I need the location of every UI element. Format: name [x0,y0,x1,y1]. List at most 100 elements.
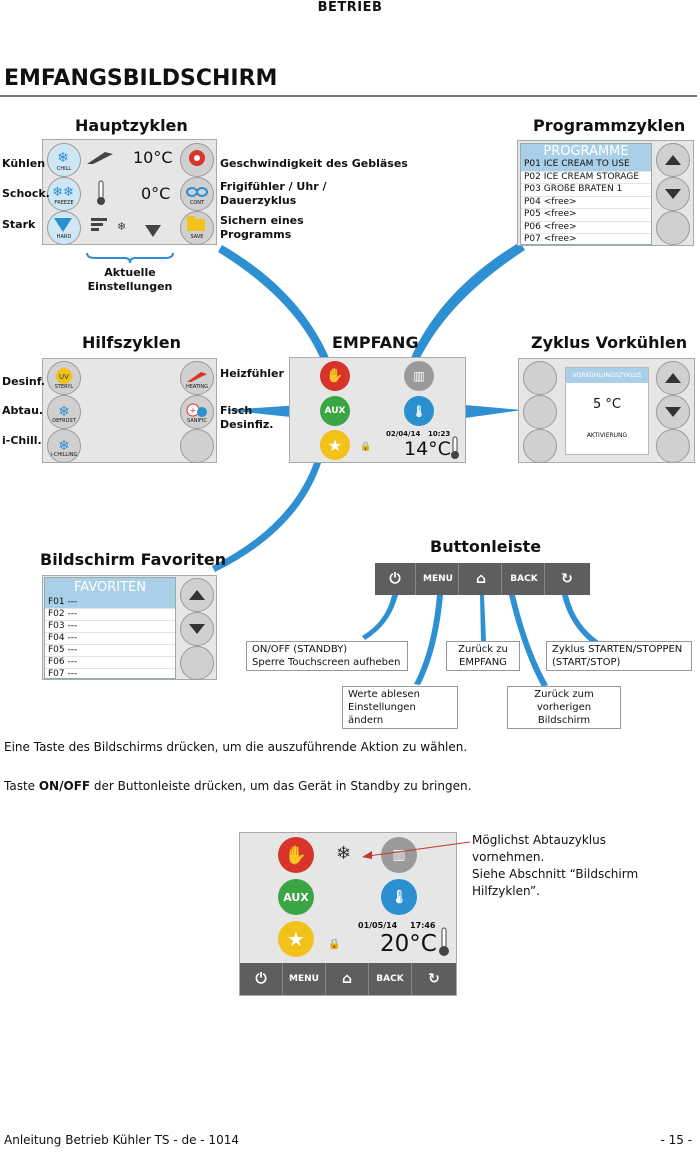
bottom-menu-button[interactable]: MENU [283,963,326,995]
vork-left-button-2[interactable] [523,395,557,429]
program-row[interactable]: P04 <free> [521,197,651,209]
home-button[interactable]: ⌂ [461,563,502,595]
vork-left-button-1[interactable] [523,361,557,395]
bottom-back-button[interactable]: BACK [369,963,412,995]
favorite-row[interactable]: F04 --- [45,633,175,645]
bottom-book-button[interactable]: ▥ [381,837,417,873]
bottom-button-bar: ⏻ MENU ⌂ BACK ↻ [240,963,456,995]
bottom-start-stop-button[interactable]: ↻ [412,963,456,995]
power-icon: ⏻ [255,971,267,987]
favorite-row[interactable]: F07 --- [45,669,175,678]
svg-text:❄: ❄ [58,404,70,420]
favorites-button[interactable]: ★ [320,430,350,460]
fan-icon: ❄ [117,220,127,233]
probe-button[interactable]: 🌡 [404,396,434,426]
program-row[interactable]: P05 <free> [521,209,651,222]
callout-menu: Werte ablesen Einstellungen ändern [342,686,458,729]
svg-text:❄: ❄ [57,150,69,166]
callout-home: Zurück zu EMPFANG [446,641,520,671]
favorites-header: FAVORITEN [45,578,175,597]
label-ichill: i-Chill. [2,434,42,447]
label-schock: Schock. [2,187,50,200]
bottom-power-button[interactable]: ⏻ [240,963,283,995]
bottom-hand-button[interactable]: ✋ [278,837,314,873]
svg-text:+: + [190,406,197,415]
svg-text:❄❄: ❄❄ [52,185,74,200]
paragraph-2-post: der Buttonleiste drücken, um das Gerät i… [90,779,472,793]
vork-right-button-3[interactable] [656,429,690,463]
ichilling-label: i-CHILLING [50,452,78,458]
svg-text:❄: ❄ [58,438,70,454]
program-row[interactable]: P06 <free> [521,222,651,234]
program-row[interactable]: P01 ICE CREAM TO USE [521,159,651,172]
empfang-screen: ✋ AUX ★ ▥ 🌡 🔒 02/04/14 10:23 14°C [289,357,466,463]
back-button[interactable]: BACK [504,563,545,595]
heating-button[interactable] [180,361,214,395]
program-list-header: PROGRAMME [521,144,651,159]
program-row[interactable]: P07 <free> [521,234,651,244]
bottom-thermometer-icon [438,927,450,961]
paragraph-2-bold: ON/OFF [38,779,91,793]
power-button[interactable]: ⏻ [375,563,416,595]
defrost-arrow [362,841,471,859]
empfang-temp: 14°C [404,438,451,460]
vorkuehl-activate[interactable]: AKTIVIERUNG [586,432,628,439]
freeze-label: FREEZE [54,200,74,206]
bottom-temp: 20°C [380,931,437,957]
down-triangle-icon [52,216,74,238]
fav-down-button[interactable] [180,612,214,646]
page-title: EMFANGSBILDSCHIRM [4,66,278,91]
hand-stop-button[interactable]: ✋ [320,361,350,391]
menu-button[interactable]: MENU [418,563,459,595]
vork-up-button[interactable] [656,361,690,395]
fav-up-button[interactable] [180,578,214,612]
page-header: BETRIEB [317,0,383,15]
save-label: SAVE [190,234,204,240]
hilfs-empty-button[interactable] [180,429,214,463]
folder-icon [187,216,207,236]
freeze-button[interactable] [47,177,81,211]
start-stop-button[interactable]: ↻ [547,563,587,595]
vork-down-button[interactable] [656,395,690,429]
vorkuehl-header: VORKÜHLUNGSZYKLUS [566,368,648,383]
hard-button[interactable] [47,211,81,245]
bottom-home-button[interactable]: ⌂ [326,963,369,995]
callout-back: Zurück zum vorherigen Bildschirm [507,686,621,729]
vorkuehl-value: 5 °C [593,397,621,412]
haupt-screen: ❄ ❄❄ CHILL FREEZE HARD 10°C 0°C ❄ CONT S… [42,139,217,245]
bottom-favorites-button[interactable]: ★ [278,921,314,957]
refresh-icon: ↻ [561,571,573,587]
favorite-row[interactable]: F01 --- [45,597,175,609]
aux-button[interactable]: AUX [320,396,350,426]
cont-button[interactable] [180,177,214,211]
favorite-row[interactable]: F03 --- [45,621,175,633]
sanific-label: SANIFIC [187,418,207,424]
home-icon: ⌂ [341,971,353,987]
favorite-row[interactable]: F02 --- [45,609,175,621]
program-row[interactable]: P03 GROßE BRATEN 1 [521,184,651,197]
chill-button[interactable] [47,143,81,177]
scroll-down-button[interactable] [656,177,690,211]
bottom-aux-button[interactable]: AUX [278,879,314,915]
favorite-row[interactable]: F05 --- [45,645,175,657]
book-button[interactable]: ▥ [404,361,434,391]
vork-left-button-3[interactable] [523,429,557,463]
label-abtau: Abtau. [2,404,44,417]
bottom-probe-button[interactable]: 🌡 [381,879,417,915]
program-row[interactable]: P02 ICE CREAM STORAGE [521,172,651,184]
fav-empty-button[interactable] [180,646,214,680]
sanific-button[interactable]: + [180,395,214,429]
scroll-up-button[interactable] [656,143,690,177]
steryl-button[interactable]: UV [47,361,81,395]
ichilling-button[interactable]: ❄ [47,429,81,463]
title-divider [0,95,697,97]
defrost-button[interactable]: ❄ [47,395,81,429]
favorite-row[interactable]: F06 --- [45,657,175,669]
favorites-list: FAVORITEN F01 ---F02 ---F03 ---F04 ---F0… [44,577,176,679]
snowflake-icon: ❄ [51,148,75,166]
arrow-down-icon [145,222,161,241]
program-empty-button[interactable] [656,211,690,245]
